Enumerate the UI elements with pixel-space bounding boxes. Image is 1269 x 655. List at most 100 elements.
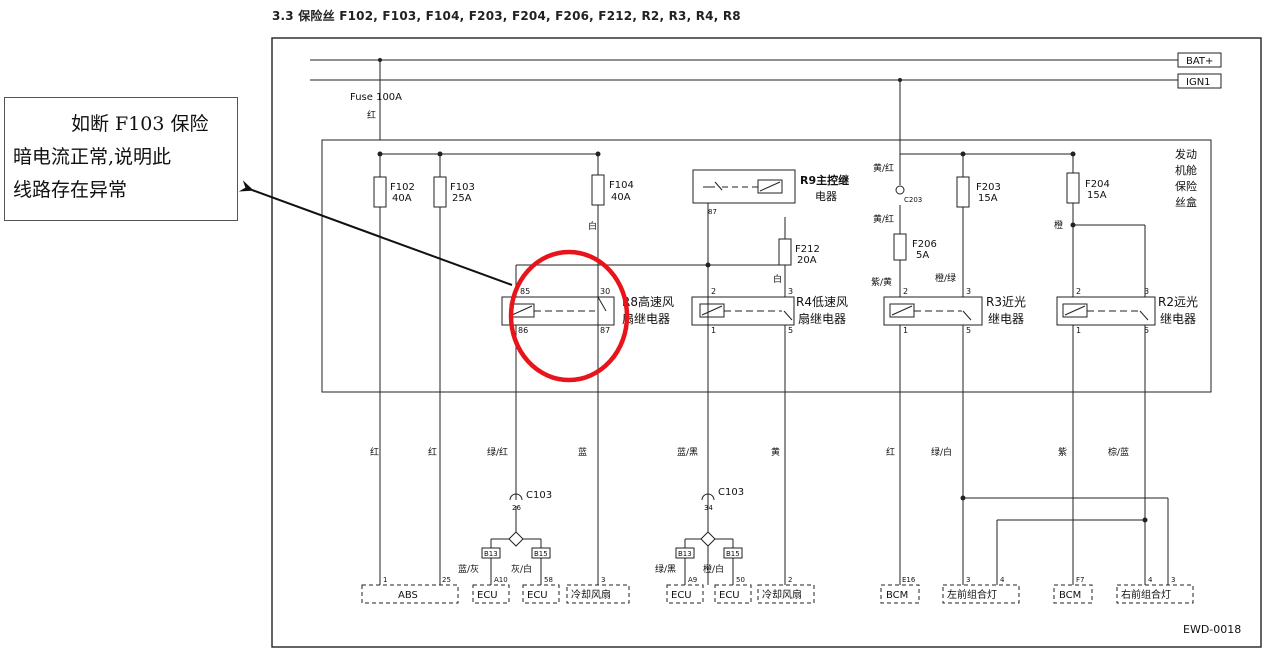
wire-color-4: 蓝 [578, 446, 587, 458]
relay-r4-pin-1: 1 [711, 326, 716, 335]
document-code: EWD-0018 [1183, 623, 1241, 636]
c103-right-label: C103 [718, 487, 744, 498]
splice-c203-label: C203 [904, 196, 922, 204]
pin-lamp-right-4: 4 [1148, 576, 1153, 584]
wire-color-chenglv: 橙/绿 [935, 272, 956, 284]
fuse-f204-name: F204 [1085, 179, 1110, 190]
relay-r3-label-2: 继电器 [988, 312, 1024, 326]
wire-color-cheng: 橙 [1054, 219, 1063, 231]
component-right-front-lamp: 右前组合灯 [1121, 588, 1171, 601]
relay-r2-label-2: 继电器 [1160, 312, 1196, 326]
relay-r2-label-1: R2远光 [1158, 295, 1198, 309]
relay-r8-label-1: R8高速风 [622, 294, 674, 309]
diagram-frame [271, 37, 1262, 648]
relay-r4-pin-2: 2 [711, 287, 716, 296]
relay-r3-label-1: R3近光 [986, 295, 1026, 309]
annotation-arrow [238, 180, 513, 286]
bus-tag-b15-a: B15 [534, 550, 548, 558]
annotation-line-1: 如断 F103 保险 [71, 113, 209, 135]
annotation-line-3: 线路存在异常 [13, 179, 128, 201]
fuse-f104-rating: 40A [611, 192, 631, 203]
wire-color-huanghong-2: 黄/红 [873, 213, 894, 225]
ign-rail-label: IGN1 [1186, 77, 1211, 88]
relay-r3-pin-1: 1 [903, 326, 908, 335]
fuse-f104-name: F104 [609, 180, 634, 191]
box-label-3: 保险 [1175, 179, 1197, 193]
component-bcm-2: BCM [1059, 590, 1081, 601]
fuse-f204-rating: 15A [1087, 190, 1107, 201]
relay-r8-pin-86: 86 [518, 326, 528, 335]
fuse-f212-rating: 20A [797, 255, 817, 266]
pin-ecu-a10: A10 [494, 576, 508, 584]
diagram-title: 3.3 保险丝 F102, F103, F104, F203, F204, F2… [272, 9, 741, 23]
wire-color-huanghong-1: 黄/红 [873, 162, 894, 174]
relay-symbols [501, 296, 1156, 326]
pin-ecu-a9: A9 [688, 576, 697, 584]
fuse-f102-rating: 40A [392, 193, 412, 204]
pin-abs-1: 1 [383, 576, 387, 584]
relay-r2-pin-2: 2 [1076, 287, 1081, 296]
wire-color-bai-2: 白 [773, 273, 782, 285]
bus-tag-b15-b: B15 [726, 550, 740, 558]
wire-color-7: 红 [886, 446, 895, 458]
wire-color-10: 棕/蓝 [1108, 446, 1129, 458]
fuse-f203-name: F203 [976, 182, 1001, 193]
component-left-front-lamp: 左前组合灯 [947, 588, 997, 601]
fuse-symbols [373, 172, 1080, 266]
relay-r8-label-2: 扇继电器 [622, 311, 670, 326]
pin-fan-3: 3 [601, 576, 605, 584]
pin-bcm-f7: F7 [1076, 576, 1084, 584]
engine-fuse-box [321, 139, 1212, 393]
highlight-circle [508, 249, 630, 383]
component-cooling-fan-1: 冷却风扇 [571, 588, 611, 601]
fuse-f203-rating: 15A [978, 193, 998, 204]
component-abs: ABS [398, 590, 418, 601]
pin-lamp-left-4: 4 [1000, 576, 1005, 584]
bat-rail-label: BAT+ [1186, 56, 1213, 67]
box-label-2: 机舱 [1175, 163, 1197, 177]
relay-r9-label-2: 电器 [815, 190, 837, 203]
relay-r4-label-2: 扇继电器 [798, 311, 846, 326]
fuse-f102-name: F102 [390, 182, 415, 193]
wire-color-3: 绿/红 [487, 446, 508, 458]
box-label-1: 发动 [1175, 147, 1197, 161]
component-ecu-3: ECU [671, 590, 692, 601]
fuse-f206-name: F206 [912, 239, 937, 250]
pin-lamp-right-3: 3 [1171, 576, 1175, 584]
wire-color-huibai: 灰/白 [511, 563, 532, 575]
pin-lamp-left-3: 3 [966, 576, 970, 584]
relay-r3-pin-2: 2 [903, 287, 908, 296]
power-rails [310, 52, 1222, 89]
wire-color-5: 蓝/黑 [677, 446, 698, 458]
c103-splices [481, 493, 743, 585]
wire-color-chengbai: 橙/白 [703, 563, 724, 575]
relay-r9-pin: 87 [708, 208, 717, 216]
relay-r3-pin-5: 5 [966, 326, 971, 335]
bus-tag-b13-a: B13 [484, 550, 498, 558]
component-ecu-2: ECU [527, 590, 548, 601]
component-ecu-1: ECU [477, 590, 498, 601]
c103-right-pin: 34 [704, 504, 713, 512]
relay-r2-pin-3: 3 [1144, 287, 1149, 296]
wire-color-zihuang: 紫/黄 [871, 276, 892, 288]
annotation-line-2: 暗电流正常,说明此 [13, 146, 172, 168]
relay-r4-label-1: R4低速风 [796, 295, 848, 309]
main-fuse-wire-color: 红 [367, 109, 376, 121]
wire-color-2: 红 [428, 446, 437, 458]
fuse-f206-rating: 5A [916, 250, 929, 261]
component-boxes [361, 584, 1194, 604]
main-fuse-label: Fuse 100A [350, 92, 402, 103]
relay-r8-pin-30: 30 [600, 287, 610, 296]
relay-r8-pin-87: 87 [600, 326, 610, 335]
fuse-f103-name: F103 [450, 182, 475, 193]
relay-output-wires [515, 325, 1169, 585]
fuse-f103-rating: 25A [452, 193, 472, 204]
wire-color-1: 红 [370, 446, 379, 458]
fuse-f212-name: F212 [795, 244, 820, 255]
annotation-callout: 如断 F103 保险 暗电流正常,说明此 线路存在异常 [4, 97, 238, 221]
relay-r4-pin-5: 5 [788, 326, 793, 335]
wire-color-bai-1: 白 [588, 220, 597, 232]
relay-r2-pin-5: 5 [1144, 326, 1149, 335]
